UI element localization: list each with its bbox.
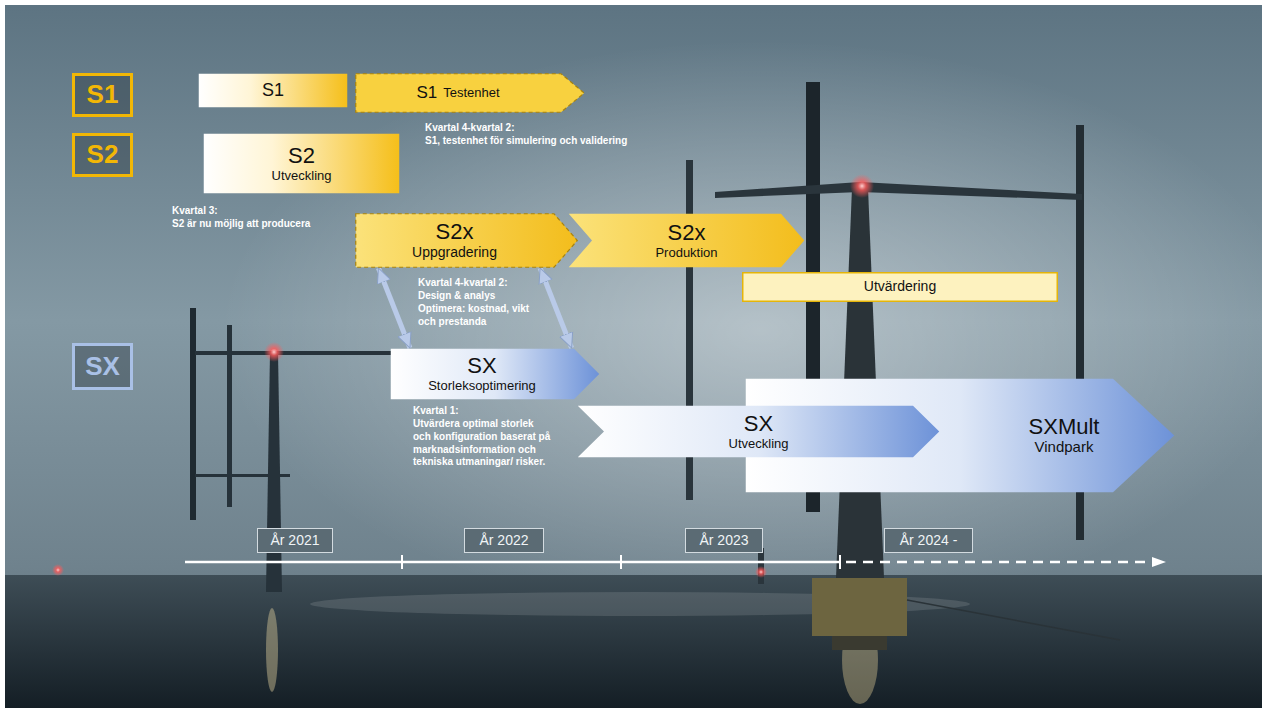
phase-detail: Uppgradering (412, 245, 497, 261)
bar-outline (578, 406, 940, 458)
turbine-blade (190, 308, 196, 520)
phase-name: Utvärdering (864, 279, 936, 295)
turbine-tower (266, 352, 282, 592)
phase-name: S2x (668, 221, 706, 246)
mooring-line (907, 600, 1120, 640)
year-box: År 2023 (685, 528, 763, 553)
bar-outline (746, 379, 1175, 493)
phase-arrow: SXStorleksoptimering (390, 348, 600, 400)
phase-name: År 2024 - (900, 533, 958, 549)
phase-name: År 2023 (699, 533, 748, 549)
phase-name: S1 (87, 80, 119, 109)
row-tag: S2 (72, 133, 133, 177)
warning-light (264, 342, 284, 362)
timeline (185, 561, 840, 564)
bar-outline (356, 74, 585, 113)
sea (5, 575, 1262, 708)
turbine-arm (715, 182, 1082, 200)
phase-chevron: S2xProduktion (568, 213, 805, 268)
note-body: Utvärdera optimal storlek och konfigurat… (413, 418, 551, 469)
timeline-future (846, 561, 1150, 564)
phase-chevron: SXUtveckling (577, 405, 940, 458)
phase-name: SX (85, 352, 120, 381)
turbine-platform (812, 578, 907, 636)
phase-name: SXMult (1029, 415, 1100, 440)
haze (220, 40, 1267, 620)
link-arrow (540, 268, 572, 348)
note-heading: Kvartal 3: (172, 205, 350, 218)
year-box: År 2022 (464, 528, 544, 553)
timeline-arrowhead (1152, 557, 1166, 567)
phase-name: År 2022 (479, 533, 528, 549)
phase-detail: Produktion (655, 246, 717, 261)
timeline-tick (620, 555, 622, 569)
phase-detail: Testenhet (443, 86, 499, 101)
phase-name: S1 (416, 83, 437, 102)
phase-detail: Storleksoptimering (428, 379, 536, 394)
reflection (266, 608, 278, 692)
timeline-tick (401, 555, 403, 569)
year-box: År 2024 - (884, 528, 973, 553)
warning-light (755, 566, 767, 578)
turbine-platform (832, 636, 887, 650)
phase-detail: Utveckling (729, 437, 789, 452)
note-body: S1, testenhet för simulering och valider… (425, 135, 705, 148)
note-body: Design & analys Optimera: kostnad, vikt … (418, 290, 533, 328)
bar-outline (743, 273, 1058, 302)
phase-detail: Utveckling (272, 169, 332, 184)
row-tag: S1 (72, 73, 133, 117)
phase-bar: S2Utveckling (203, 133, 400, 194)
note-body: S2 är nu möjlig att producera (172, 218, 350, 231)
phase-name: S1 (262, 80, 284, 100)
link-arrow (378, 268, 410, 348)
bar-outline (199, 74, 348, 108)
phase-name: SX (744, 412, 773, 437)
warning-light (850, 174, 874, 198)
phase-bar: Utvärdering (742, 272, 1058, 302)
row-tag: SX (72, 343, 133, 390)
phase-name: S2x (436, 220, 474, 245)
phase-arrow: S2xUppgradering (355, 213, 578, 268)
turbine-arm (195, 351, 395, 355)
note-heading: Kvartal 4-kvartal 2: (418, 277, 533, 290)
warning-light (52, 564, 64, 576)
phase-bar: S1 (198, 73, 348, 108)
bar-outline (204, 134, 400, 194)
phase-name: S2 (87, 140, 119, 169)
year-box: År 2021 (257, 528, 333, 553)
bar-outline (391, 349, 600, 400)
phase-name: SX (467, 354, 496, 379)
phase-arrow: S1 Testenhet (355, 73, 585, 113)
bar-outline (356, 214, 578, 268)
phase-name: År 2021 (270, 533, 319, 549)
note-heading: Kvartal 1: (413, 405, 551, 418)
phase-detail: Vindpark (1035, 439, 1094, 456)
timeline-tick (839, 555, 841, 569)
note-heading: Kvartal 4-kvartal 2: (425, 122, 705, 135)
phase-name: S2 (288, 144, 315, 169)
bar-outline (569, 214, 805, 268)
